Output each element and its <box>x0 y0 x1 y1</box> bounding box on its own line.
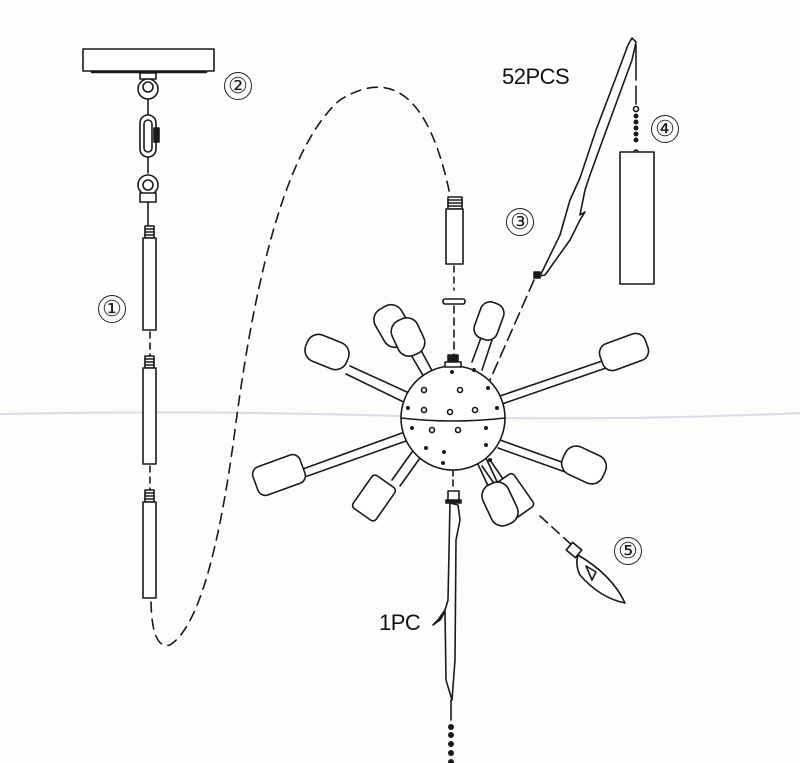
part-number-text: ③ <box>510 209 530 234</box>
extension-rod <box>142 225 157 331</box>
quick-link <box>139 98 160 174</box>
part-number-text: ② <box>228 73 248 98</box>
wire-path-dashed <box>150 86 451 647</box>
large-branch-pendant <box>432 469 462 763</box>
sputnik-sphere <box>400 354 506 471</box>
small-branch-pendant <box>489 37 637 381</box>
candelabra-bulb <box>539 515 626 604</box>
part-number-5: ⑤ <box>614 537 642 565</box>
hook-loop <box>137 174 159 229</box>
extension-rod <box>142 355 157 465</box>
body-extension-rod <box>442 196 466 356</box>
part-number-3: ③ <box>506 208 534 236</box>
part-number-1: ① <box>98 295 126 323</box>
part-number-text: ① <box>102 296 122 321</box>
part-number-4: ④ <box>651 115 679 143</box>
rectangular-crystal <box>619 44 655 285</box>
part-number-2: ② <box>224 72 252 100</box>
part-number-text: ⑤ <box>618 538 638 563</box>
part-number-text: ④ <box>655 116 675 141</box>
extension-rod <box>142 489 157 599</box>
canopy <box>82 48 215 100</box>
sputnik-arms <box>251 301 650 527</box>
quantity-1pc: 1PC <box>379 610 421 635</box>
paper-fold-line <box>0 411 800 420</box>
quantity-52pcs: 52PCS <box>502 64 570 89</box>
